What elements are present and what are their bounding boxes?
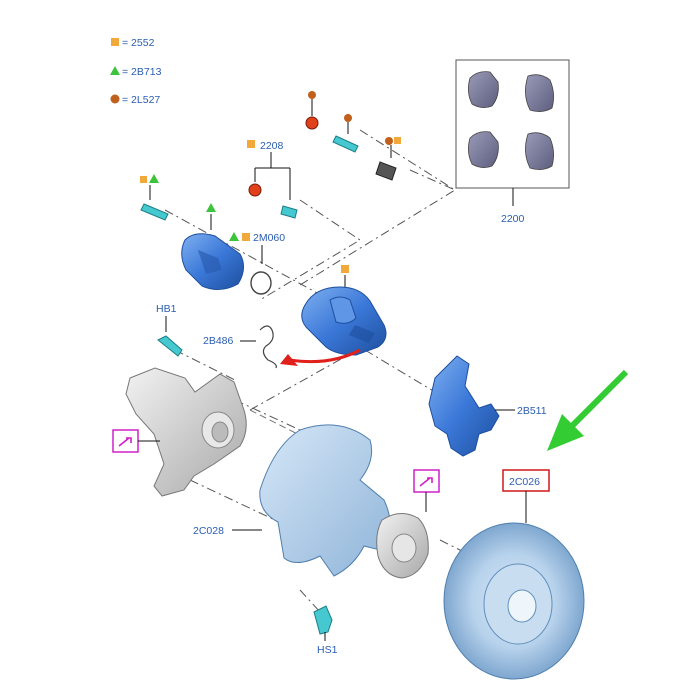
tool-link-icon <box>118 437 132 447</box>
guide-pin-stack[interactable] <box>305 91 401 181</box>
anti-rattle-clip[interactable]: 2B486 <box>203 325 361 369</box>
brake-disc[interactable]: 2C026 <box>443 469 585 680</box>
bracket-part <box>428 355 500 457</box>
brake-pad <box>468 131 499 168</box>
part-label-hb1[interactable]: HB1 <box>156 303 177 315</box>
marker-circle-icon <box>308 91 316 99</box>
cap-part <box>305 116 319 130</box>
bolt-hs1[interactable]: HS1 <box>313 605 338 656</box>
highlight-arrow <box>547 369 629 451</box>
bolt-hb1[interactable]: HB1 <box>156 303 183 357</box>
parking-brake-motor[interactable] <box>181 203 244 290</box>
clip-part <box>259 325 277 369</box>
legend: = 2552 = 2B713 = 2L527 <box>110 37 162 106</box>
caliper-bracket[interactable]: 2B511 <box>428 355 547 457</box>
knuckle-part <box>125 367 247 497</box>
hub-center <box>391 533 417 563</box>
legend-item-2b713: = 2B713 <box>122 66 162 78</box>
o-ring-2m060[interactable]: 2M060 <box>229 232 285 295</box>
marker-triangle-icon <box>149 174 159 183</box>
brake-pad <box>525 132 554 170</box>
marker-square-icon <box>140 176 147 183</box>
motor-detail <box>198 250 222 274</box>
marker-square-icon <box>341 265 349 273</box>
tool-link-icon <box>419 477 433 487</box>
marker-square-icon <box>242 233 250 241</box>
part-label-2c028[interactable]: 2C028 <box>193 525 224 537</box>
knuckle-link-callout[interactable] <box>112 429 160 453</box>
bolt-part <box>313 605 333 635</box>
cap-part <box>248 183 262 197</box>
part-label-2c026[interactable]: 2C026 <box>509 476 540 488</box>
bleed-screw <box>280 205 298 219</box>
marker-circle-icon <box>385 137 393 145</box>
part-label-hs1[interactable]: HS1 <box>317 644 338 656</box>
legend-square-icon <box>111 38 119 46</box>
legend-item-2552: = 2552 <box>122 37 155 49</box>
marker-square-icon <box>394 137 401 144</box>
wheel-hub[interactable] <box>376 469 440 579</box>
highlight-arrowhead <box>547 414 584 451</box>
rubber-boot <box>375 161 397 181</box>
brake-pads-kit[interactable]: 2200 <box>455 59 570 225</box>
caliper-bolt-left[interactable] <box>140 174 169 221</box>
brake-caliper[interactable] <box>301 265 387 356</box>
part-label-2208[interactable]: 2208 <box>260 140 284 152</box>
bolt-part <box>140 203 169 221</box>
part-label-2b486[interactable]: 2B486 <box>203 335 234 347</box>
legend-circle-icon <box>110 94 120 104</box>
knuckle-bore-inner <box>211 421 229 443</box>
disc-center-bore <box>507 589 537 623</box>
part-label-2200[interactable]: 2200 <box>501 213 525 225</box>
rotation-arrow <box>289 348 361 364</box>
part-label-2b511[interactable]: 2B511 <box>517 405 547 417</box>
bolt-part <box>157 335 183 357</box>
rotation-arrowhead <box>280 354 298 366</box>
legend-triangle-icon <box>110 66 120 75</box>
brake-pad <box>525 74 554 112</box>
marker-triangle-icon <box>229 232 239 241</box>
steering-knuckle[interactable] <box>125 367 247 497</box>
guide-pin <box>332 135 359 153</box>
caliper-piston <box>329 296 357 324</box>
brake-pad <box>468 71 499 108</box>
caliper-slot <box>349 325 375 343</box>
marker-circle-icon <box>344 114 352 122</box>
legend-item-2l527: = 2L527 <box>122 94 160 106</box>
bolt-kit-2208[interactable]: 2208 <box>247 140 298 219</box>
ring-part <box>250 271 272 295</box>
dust-shield[interactable]: 2C028 <box>193 424 391 577</box>
part-label-2m060[interactable]: 2M060 <box>253 232 285 244</box>
marker-triangle-icon <box>206 203 216 212</box>
shield-part <box>259 424 391 577</box>
marker-square-icon <box>247 140 255 148</box>
